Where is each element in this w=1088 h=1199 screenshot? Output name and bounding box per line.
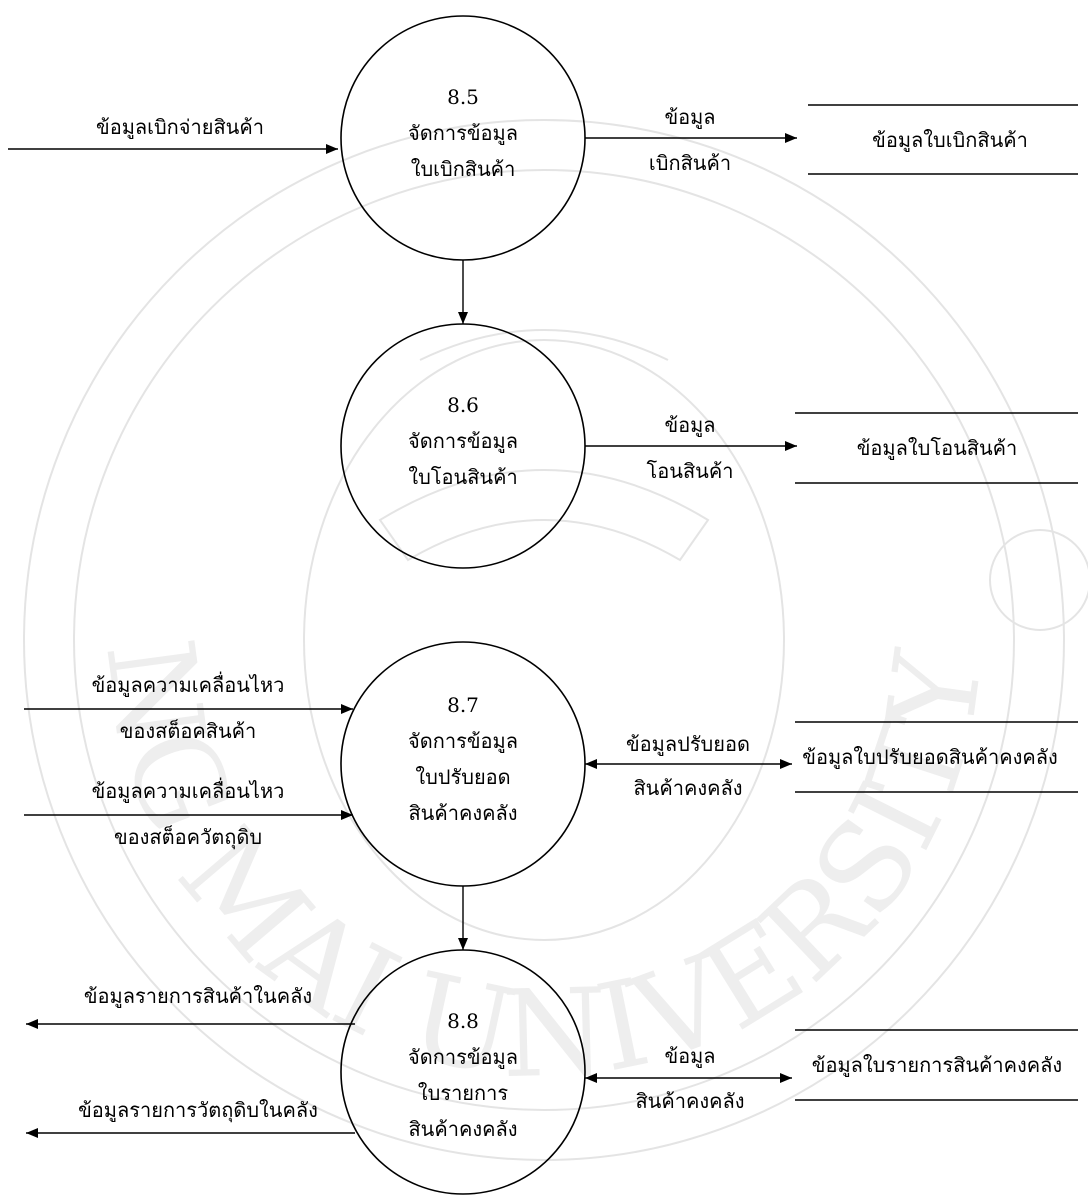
data-store-label: ข้อมูลใบเบิกสินค้า: [872, 128, 1028, 153]
process-8-6: 8.6 จัดการข้อมูล ใบโอนสินค้า: [340, 323, 586, 569]
flow-label: ข้อมูลรายการวัตถุดิบในคลัง: [78, 1098, 318, 1123]
flow-label: ข้อมูลรายการสินค้าในคลัง: [84, 984, 312, 1009]
flow-label-line1: ข้อมูลปรับยอด: [626, 732, 750, 757]
flow-material-movement-in: ข้อมูลความเคลื่อนไหว ของสต็อควัตถุดิบ: [24, 777, 353, 850]
flow-adjustment-bidirectional: ข้อมูลปรับยอด สินค้าคงคลัง: [585, 732, 792, 800]
data-store-adjustment-slip: ข้อมูลใบปรับยอดสินค้าคงคลัง: [795, 721, 1078, 793]
flow-label-line2: โอนสินค้า: [647, 459, 734, 483]
data-store-issue-slip: ข้อมูลใบเบิกสินค้า: [808, 104, 1078, 175]
flow-label-line1: ข้อมูล: [664, 1044, 715, 1069]
process-label-line3: สินค้าคงคลัง: [408, 1117, 517, 1141]
process-label-line1: จัดการข้อมูล: [408, 729, 518, 754]
flow-label-line2: ของสต็อคสินค้า: [120, 718, 257, 743]
process-label-line1: จัดการข้อมูล: [408, 1045, 518, 1070]
process-number: 8.7: [447, 693, 479, 717]
flow-label-line1: ข้อมูลความเคลื่อนไหว: [92, 777, 285, 804]
data-store-label: ข้อมูลใบโอนสินค้า: [857, 436, 1018, 461]
flow-label-line2: เบิกสินค้า: [649, 151, 731, 175]
flow-material-list-out: ข้อมูลรายการวัตถุดิบในคลัง: [26, 1098, 355, 1138]
flow-issue-to-store: ข้อมูล เบิกสินค้า: [585, 105, 797, 175]
process-number: 8.8: [447, 1009, 479, 1033]
process-8-5: 8.5 จัดการข้อมูล ใบเบิกสินค้า: [340, 15, 586, 261]
process-label-line2: ใบเบิกสินค้า: [411, 157, 516, 181]
flow-label-line2: สินค้าคงคลัง: [633, 776, 742, 800]
data-store-transfer-slip: ข้อมูลใบโอนสินค้า: [795, 412, 1078, 484]
flow-label-line1: ข้อมูล: [664, 413, 715, 438]
process-8-7: 8.7 จัดการข้อมูล ใบปรับยอด สินค้าคงคลัง: [340, 641, 586, 887]
process-label-line2: ใบโอนสินค้า: [408, 465, 517, 489]
flow-label-line2: ของสต็อควัตถุดิบ: [114, 824, 262, 850]
process-label-line2: ใบปรับยอด: [415, 765, 510, 789]
process-number: 8.6: [447, 393, 479, 417]
data-store-label: ข้อมูลใบรายการสินค้าคงคลัง: [812, 1053, 1062, 1078]
flow-label-line2: สินค้าคงคลัง: [635, 1089, 744, 1113]
data-store-inventory-list: ข้อมูลใบรายการสินค้าคงคลัง: [795, 1029, 1078, 1101]
process-number: 8.5: [447, 85, 479, 109]
process-label-line2: ใบรายการ: [418, 1081, 508, 1105]
flow-label-line1: ข้อมูลความเคลื่อนไหว: [92, 671, 285, 698]
process-label-line1: จัดการข้อมูล: [408, 121, 518, 146]
flow-label: ข้อมูลเบิกจ่ายสินค้า: [96, 115, 264, 140]
data-store-label: ข้อมูลใบปรับยอดสินค้าคงคลัง: [802, 745, 1057, 770]
flow-product-list-out: ข้อมูลรายการสินค้าในคลัง: [26, 984, 355, 1029]
flow-label-line1: ข้อมูล: [664, 105, 715, 130]
flow-inventory-bidirectional: ข้อมูล สินค้าคงคลัง: [585, 1044, 792, 1113]
flow-issue-data-in: ข้อมูลเบิกจ่ายสินค้า: [8, 115, 338, 154]
process-label-line1: จัดการข้อมูล: [408, 429, 518, 454]
flow-transfer-to-store: ข้อมูล โอนสินค้า: [585, 413, 797, 483]
flow-stock-movement-in: ข้อมูลความเคลื่อนไหว ของสต็อคสินค้า: [24, 671, 353, 743]
process-label-line3: สินค้าคงคลัง: [408, 801, 517, 825]
